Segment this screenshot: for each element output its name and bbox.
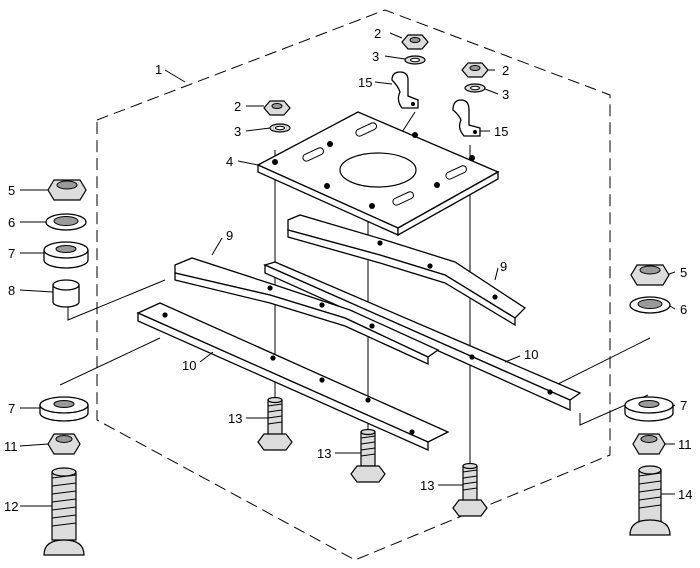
callout-8: 8 — [8, 283, 15, 298]
callout-12: 12 — [4, 499, 18, 514]
nut-bottom-left — [47, 433, 81, 455]
flat-washer-right — [629, 296, 671, 314]
bushing-bottom-left — [39, 396, 89, 422]
assembly-boundary — [96, 9, 611, 561]
callout-1: 1 — [155, 62, 162, 77]
flat-washer-left — [45, 213, 87, 231]
callout-13-left: 13 — [228, 411, 242, 426]
nut-plate-left — [263, 100, 291, 116]
bolt-short-3 — [452, 462, 488, 517]
mounting-plate — [256, 111, 500, 237]
callout-leaders — [19, 32, 676, 507]
callout-3-plate: 3 — [234, 124, 241, 139]
callout-15-left: 15 — [358, 75, 372, 90]
bushing-bottom-right — [624, 396, 674, 422]
callout-4: 4 — [226, 154, 233, 169]
callout-10-left: 10 — [182, 358, 196, 373]
callout-15-right: 15 — [494, 124, 508, 139]
callout-2-plate: 2 — [234, 99, 241, 114]
clip-left — [391, 71, 419, 109]
callout-5-left: 5 — [8, 183, 15, 198]
callout-2-right: 2 — [502, 63, 509, 78]
callout-6-left: 6 — [8, 215, 15, 230]
strap-back — [287, 214, 527, 327]
callout-3-right: 3 — [502, 87, 509, 102]
strap-front — [174, 257, 440, 366]
callout-7-bottom-right: 7 — [680, 398, 687, 413]
nut-top-right — [461, 62, 489, 78]
callout-13-right: 13 — [420, 478, 434, 493]
spacer-left — [52, 279, 80, 308]
callout-9-right: 9 — [500, 259, 507, 274]
washer-top-right — [464, 83, 486, 93]
callout-10-right: 10 — [524, 347, 538, 362]
nut-bottom-right — [632, 433, 666, 455]
callout-labels: 1 2 3 2 3 2 3 4 15 15 5 6 7 8 5 6 9 9 10… — [4, 26, 692, 514]
clip-right — [452, 99, 481, 137]
lock-nut-right — [630, 264, 670, 286]
carriage-bolt-right — [629, 465, 671, 536]
callout-6-right: 6 — [680, 302, 687, 317]
callout-14: 14 — [678, 487, 692, 502]
bolt-short-2 — [350, 428, 386, 483]
callout-11-left: 11 — [4, 439, 18, 454]
nut-top-center — [401, 34, 429, 50]
callout-3-top: 3 — [372, 49, 379, 64]
callout-5-right: 5 — [680, 265, 687, 280]
bolt-short-1 — [257, 396, 293, 451]
bar-left — [136, 302, 450, 452]
bar-right — [263, 261, 582, 412]
callout-7-left: 7 — [8, 246, 15, 261]
washer-top-center — [404, 55, 426, 65]
bushing-left — [43, 241, 89, 269]
callout-11-right: 11 — [678, 437, 692, 452]
callout-9-left: 9 — [226, 228, 233, 243]
washer-plate-left — [269, 123, 291, 133]
callout-13-center: 13 — [317, 446, 331, 461]
callout-2-top: 2 — [374, 26, 381, 41]
lock-nut-left — [47, 179, 87, 201]
bolt-long-left — [43, 467, 85, 556]
callout-7-bottom-left: 7 — [8, 401, 15, 416]
